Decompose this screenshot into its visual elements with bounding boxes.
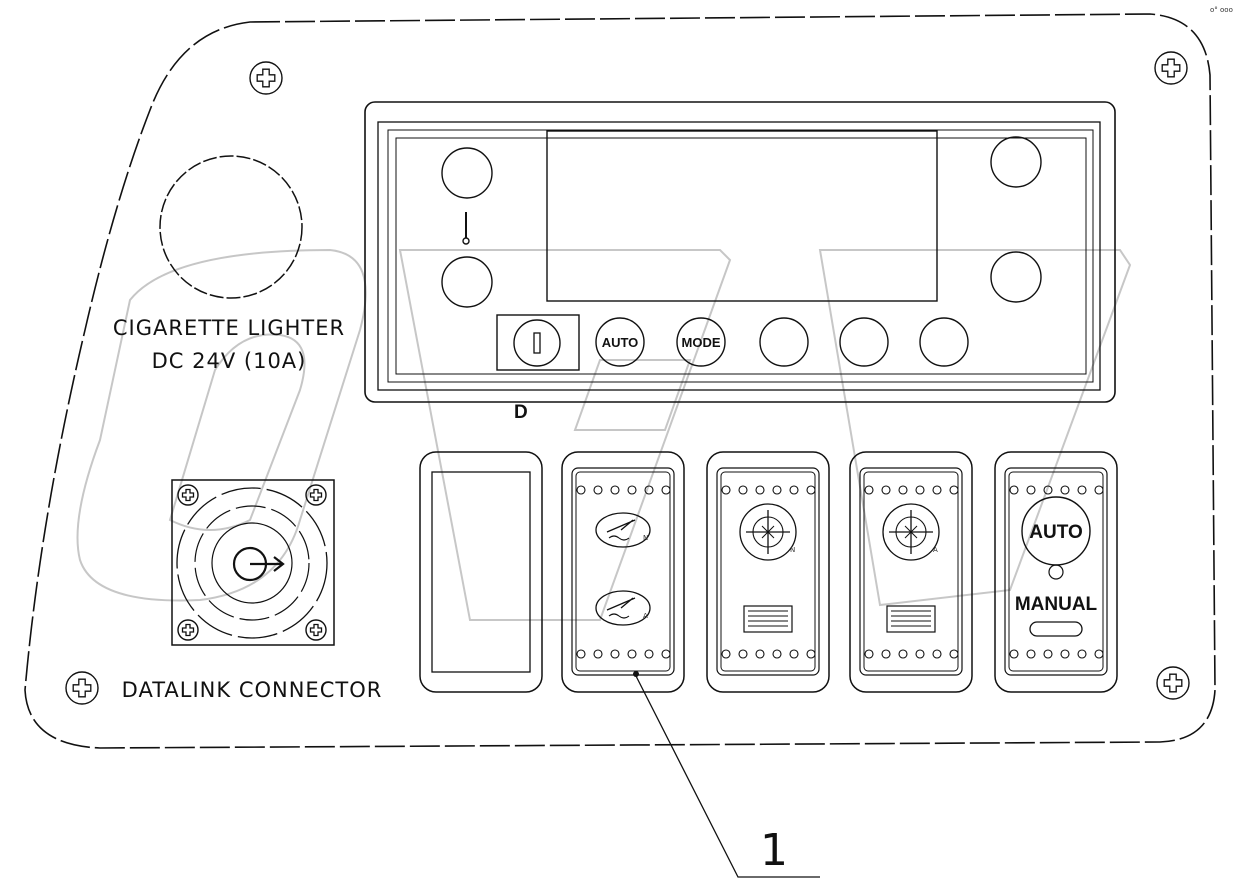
display-control-unit: AUTO MODE D	[364, 101, 1116, 423]
side-mark: D	[514, 402, 528, 423]
cigarette-lighter-label: CIGARETTE LIGHTER	[113, 316, 345, 340]
svg-text:A: A	[643, 612, 648, 620]
cigarette-lighter-rating: DC 24V (10A)	[152, 349, 307, 373]
display-button-label: AUTO	[602, 335, 639, 350]
display-button[interactable]	[759, 317, 809, 367]
display-button[interactable]	[919, 317, 969, 367]
knob	[990, 251, 1042, 303]
indicator-led-icon	[1048, 564, 1064, 580]
panel-screws	[65, 51, 1190, 705]
datalink-label: DATALINK CONNECTOR	[122, 678, 383, 702]
display-button[interactable]	[839, 317, 889, 367]
cigarette-lighter-socket	[159, 155, 303, 299]
display-button[interactable]	[496, 314, 580, 371]
knob	[441, 147, 493, 199]
display-button-label: MODE	[682, 335, 721, 350]
screw-icon	[177, 619, 199, 641]
rocker-switch-fan[interactable]: A	[849, 451, 973, 693]
rocker-switch-blank[interactable]	[419, 451, 543, 693]
rocker-switch-fan[interactable]: N	[706, 451, 830, 693]
rocker-switch-auto_manual[interactable]: AUTO MANUAL	[994, 451, 1118, 693]
rocker-switch-wiper[interactable]: NA	[561, 451, 685, 693]
display-button[interactable]: AUTO	[595, 317, 645, 367]
svg-text:N: N	[643, 534, 648, 542]
watermark	[76, 248, 1132, 621]
manual-label: MANUAL	[1015, 594, 1098, 615]
screw-icon	[249, 61, 283, 95]
screw-icon	[1156, 666, 1190, 700]
cigarette-lighter: CIGARETTE LIGHTER DC 24V (10A)	[113, 155, 345, 373]
screw-icon	[177, 484, 199, 506]
knob	[990, 136, 1042, 188]
power-arrow-icon	[250, 556, 285, 572]
lcd-screen	[546, 130, 938, 302]
callout-number: 1	[760, 825, 788, 876]
display-button[interactable]: MODE	[676, 317, 726, 367]
svg-text:N: N	[790, 546, 795, 554]
knob	[441, 256, 493, 308]
panel-outline	[24, 13, 1216, 749]
callout-1: 1	[633, 671, 820, 878]
screw-icon	[305, 619, 327, 641]
svg-text:A: A	[933, 546, 938, 554]
corner-code: o° ooo	[1210, 6, 1233, 14]
screw-icon	[65, 671, 99, 705]
datalink-connector: DATALINK CONNECTOR	[122, 479, 383, 702]
auto-label: AUTO	[1029, 522, 1082, 543]
screw-icon	[305, 484, 327, 506]
screw-icon	[1154, 51, 1188, 85]
